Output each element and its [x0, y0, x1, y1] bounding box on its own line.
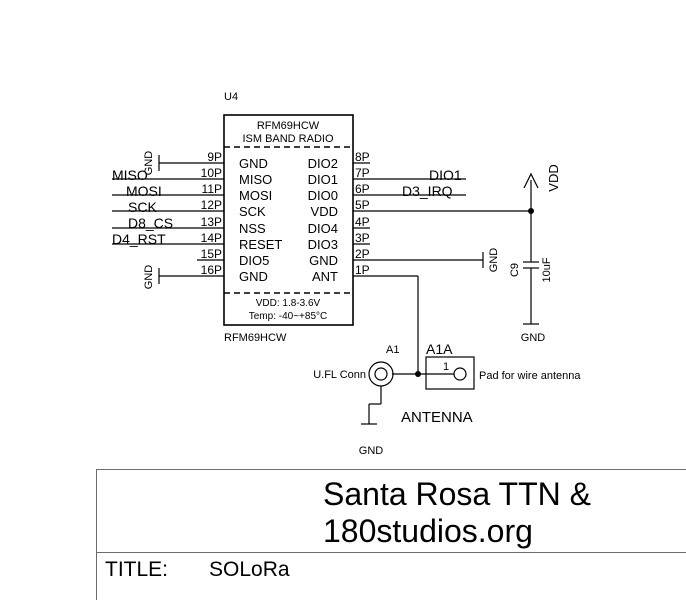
title-value: SOLoRa: [209, 558, 290, 581]
net-label: D4_RST: [112, 231, 166, 247]
pin-name: DIO0: [308, 188, 338, 203]
connector-name: U.FL Conn: [313, 369, 366, 381]
connector-ref: A1: [386, 344, 399, 356]
gnd-label: GND: [143, 265, 155, 290]
pin-name: GND: [239, 269, 268, 284]
net-label: MOSI: [126, 183, 162, 199]
pad-ref: A1A: [426, 341, 453, 357]
gnd-label: GND: [359, 445, 384, 457]
net-label: MISO: [112, 167, 148, 183]
pin-num: 9P: [207, 150, 222, 164]
chip-temp-range: Temp: -40~+85°C: [249, 311, 328, 322]
pin-name: GND: [239, 156, 268, 171]
net-label: SCK: [128, 199, 157, 215]
pin-name: NSS: [239, 221, 266, 236]
pin-name: DIO5: [239, 253, 269, 268]
pin-num: 13P: [201, 215, 222, 229]
gnd-label: GND: [143, 151, 155, 176]
pin-num: 4P: [355, 215, 370, 229]
pin-num: 16P: [201, 263, 222, 277]
pin-name: SCK: [239, 204, 266, 219]
pin-name: GND: [309, 253, 338, 268]
chip-vdd-range: VDD: 1.8-3.6V: [256, 298, 321, 309]
pin-num: 1P: [355, 263, 370, 277]
chip-ref: U4: [224, 91, 238, 103]
schematic-canvas: U4 RFM69HCW ISM BAND RADIO VDD: 1.8-3.6V…: [112, 91, 581, 457]
net-label: D8_CS: [128, 215, 173, 231]
pin-name: MOSI: [239, 188, 272, 203]
title-label: TITLE:: [105, 558, 169, 581]
pad-desc: Pad for wire antenna: [479, 370, 581, 382]
pin-name: DIO4: [308, 221, 338, 236]
org-line-2: 180studios.org: [323, 513, 533, 549]
pin-name: MISO: [239, 172, 272, 187]
chip-subtitle: ISM BAND RADIO: [242, 133, 334, 145]
pin-name: DIO1: [308, 172, 338, 187]
gnd-label: GND: [521, 332, 546, 344]
pin-num: 10P: [201, 166, 222, 180]
cap-value: 10uF: [541, 257, 553, 282]
pin-num: 11P: [202, 182, 222, 196]
pin-num: 15P: [201, 247, 222, 261]
title-block-org: Santa Rosa TTN & 180studios.org: [323, 476, 591, 550]
cap-ref: C9: [509, 263, 521, 277]
pin-num: 5P: [355, 198, 370, 212]
pin-num: 3P: [355, 231, 370, 245]
net-label: DIO1: [429, 167, 462, 183]
junction-ant: [415, 371, 421, 377]
vdd-power-label: VDD: [546, 164, 561, 191]
net-label: D3_IRQ: [402, 183, 453, 199]
title-block-divider: [97, 552, 686, 553]
antenna-label: ANTENNA: [401, 409, 473, 426]
junction-vdd: [528, 208, 534, 214]
title-block: Santa Rosa TTN & 180studios.org TITLE: S…: [96, 469, 686, 600]
pad-pin: 1: [443, 361, 449, 373]
pin-num: 2P: [355, 247, 370, 261]
pin-name: DIO3: [308, 237, 338, 252]
pin-num: 7P: [355, 166, 370, 180]
pin-name: DIO2: [308, 156, 338, 171]
pin-num: 8P: [355, 150, 370, 164]
chip-name: RFM69HCW: [257, 120, 320, 132]
pin-name: VDD: [311, 204, 338, 219]
pin-name: RESET: [239, 237, 282, 252]
pin-num: 6P: [355, 182, 370, 196]
gnd-label: GND: [488, 248, 500, 273]
pin-num: 14P: [201, 231, 222, 245]
pin-name: ANT: [312, 269, 338, 284]
chip-value: RFM69HCW: [224, 332, 287, 344]
rfm69hcw-chip: [223, 114, 354, 326]
pin-num: 12P: [201, 198, 222, 212]
org-line-1: Santa Rosa TTN &: [323, 476, 591, 512]
